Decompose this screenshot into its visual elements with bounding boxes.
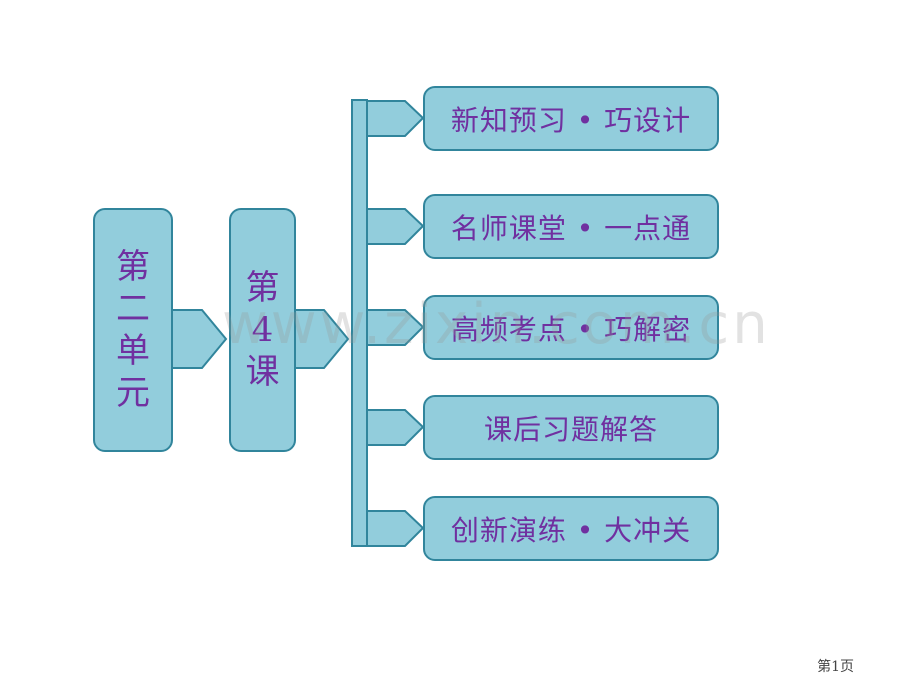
section-box-practice[interactable]: 创新演练 • 大冲关 [423,496,719,561]
lesson-char: 课 [245,352,280,392]
page-number: 第1页 [817,659,854,675]
lesson-char: 第 [245,268,280,308]
section-label: 创新演练 • 大冲关 [450,513,692,547]
unit-char: 第 [116,247,150,287]
section-label: 课后习题解答 [483,412,658,446]
lesson-char: 4 [251,310,274,350]
section-label: 高频考点 • 巧解密 [450,312,692,346]
unit-box[interactable]: 第 二 单 元 [93,208,173,452]
unit-char: 单 [116,331,150,371]
section-box-exercise-answers[interactable]: 课后习题解答 [423,395,719,460]
branch-arrow-2 [366,208,425,245]
arrow-unit-to-lesson [170,309,228,369]
section-label: 新知预习 • 巧设计 [450,103,692,137]
section-box-preview[interactable]: 新知预习 • 巧设计 [423,86,719,151]
lesson-box[interactable]: 第 4 课 [229,208,296,452]
branch-arrow-5 [366,510,425,547]
branch-arrow-1 [366,100,425,137]
branch-arrow-3 [366,309,425,346]
section-box-key-points[interactable]: 高频考点 • 巧解密 [423,295,719,360]
unit-char: 元 [116,373,150,413]
unit-char: 二 [116,289,150,329]
section-label: 名师课堂 • 一点通 [450,211,692,245]
section-box-classroom[interactable]: 名师课堂 • 一点通 [423,194,719,259]
branch-arrow-4 [366,409,425,446]
watermark: www.zixin.com.cn [222,292,771,357]
